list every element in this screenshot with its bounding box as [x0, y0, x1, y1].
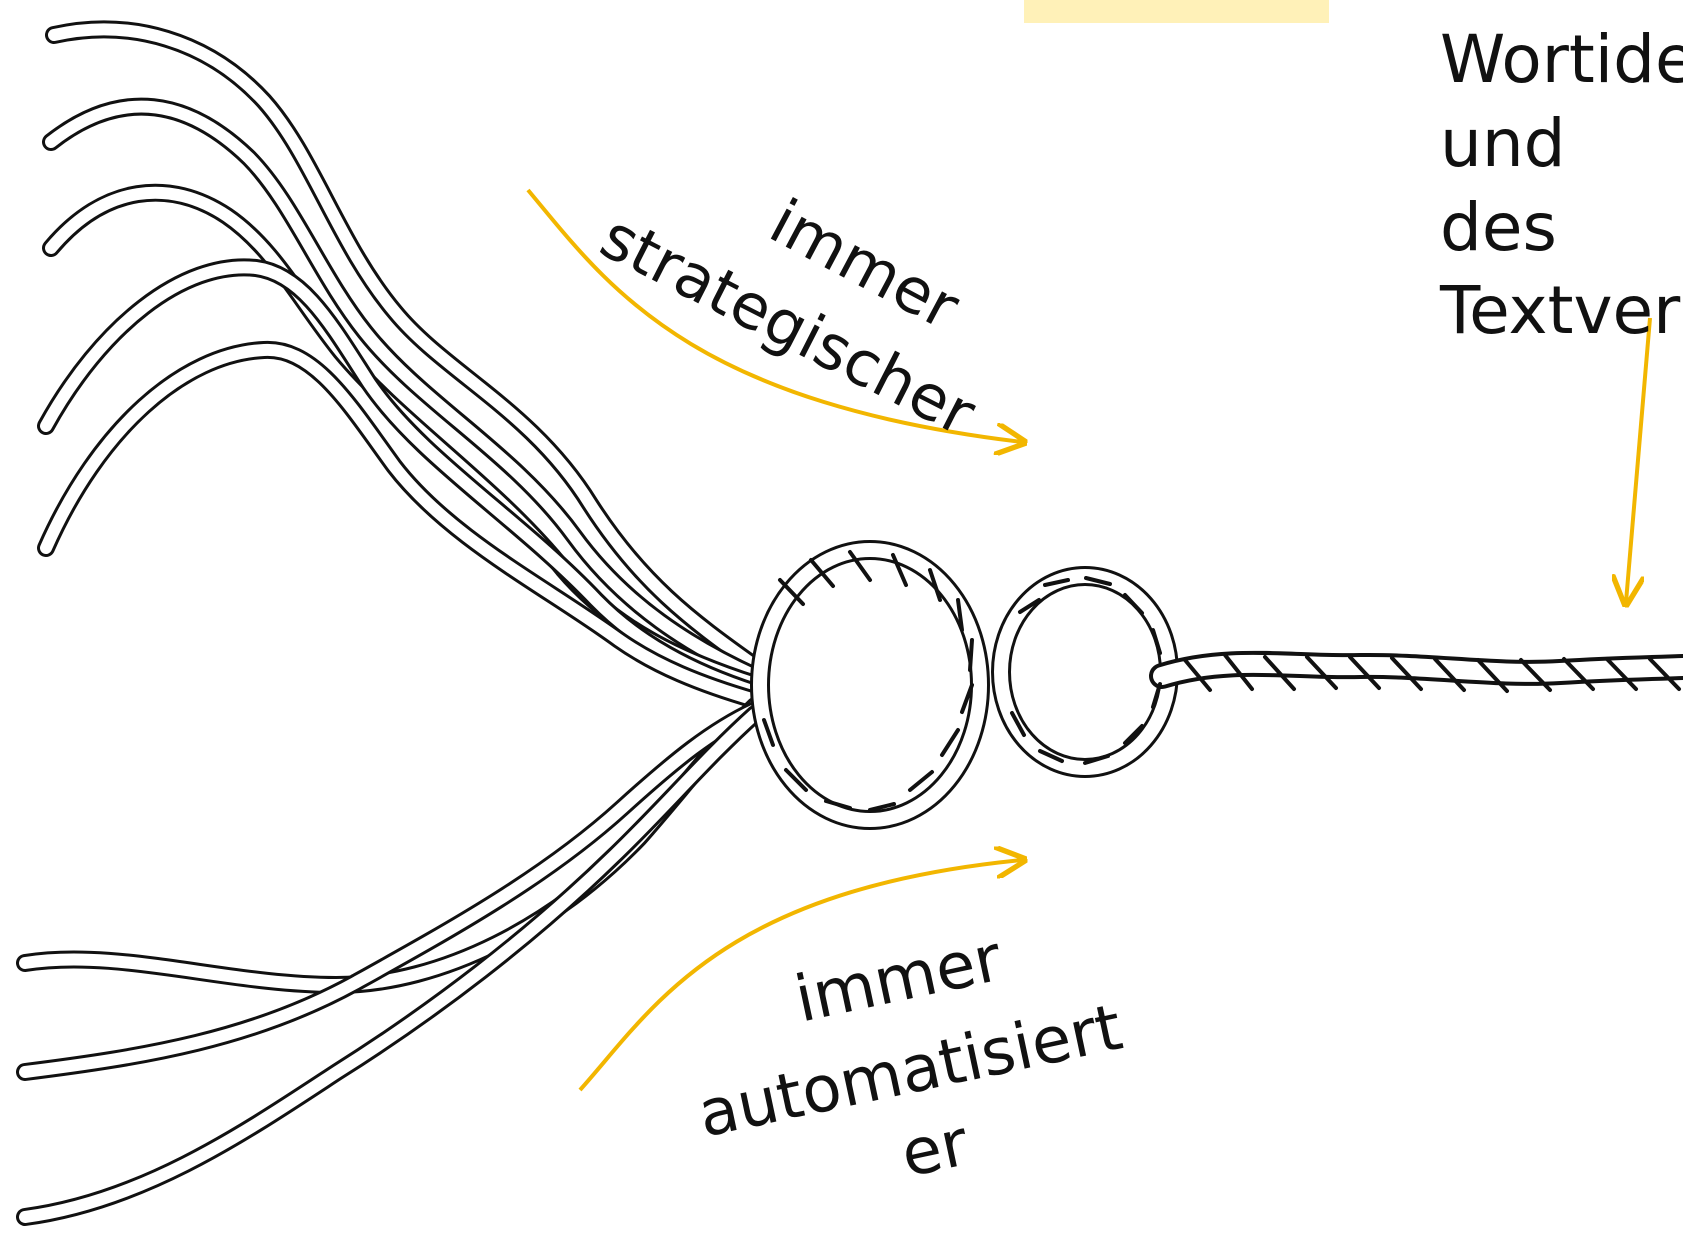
rope-illustration — [25, 29, 1683, 1217]
upper-strand-1 — [54, 29, 755, 666]
automatic-label-line-3: er — [896, 1111, 974, 1187]
lower-strand-1-inner — [25, 706, 755, 985]
top-highlight-box — [1024, 0, 1329, 23]
top-right-caption: Wortide und des Textver — [1440, 18, 1683, 353]
small-loop-inner — [1001, 576, 1169, 768]
lower-strand-1 — [25, 706, 755, 985]
right-arrow-icon — [1626, 318, 1650, 602]
